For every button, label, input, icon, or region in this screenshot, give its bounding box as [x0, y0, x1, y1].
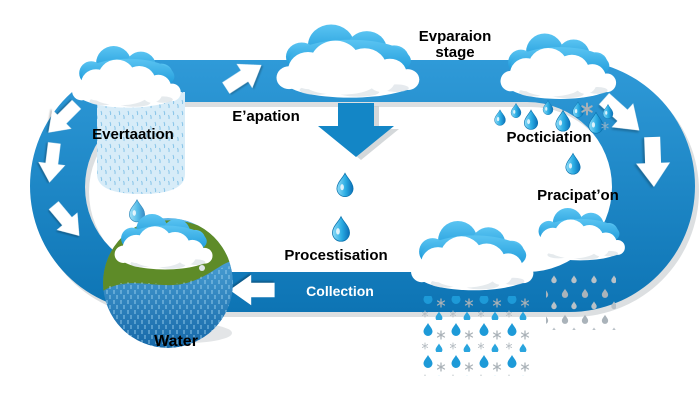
rain-shaft — [97, 92, 185, 194]
raindrop-icon — [331, 216, 351, 242]
title-line2: stage — [435, 44, 474, 61]
raindrop-icon — [565, 152, 581, 175]
drizzle-rain — [546, 272, 616, 330]
raindrop-icon — [523, 109, 539, 130]
label-evaporation-shaft: Evertaation — [92, 126, 174, 143]
down-arrow-icon — [318, 103, 399, 160]
raindrop-icon — [336, 172, 354, 198]
raindrop-icon — [494, 109, 506, 126]
heavy-rain — [420, 296, 532, 376]
cloud-icon-top-left — [72, 46, 181, 108]
cloud-icon-storm — [411, 221, 534, 291]
cloud-icon-top-right — [500, 33, 617, 99]
title-line1: Evparaion — [419, 28, 492, 45]
label-evaporation-band: Eʼapation — [232, 108, 300, 125]
label-collection: Collection — [306, 283, 374, 299]
label-water: Water — [154, 333, 198, 350]
label-precipitation-upper: Pocticiation — [506, 129, 591, 146]
cloud-icon-top-middle — [276, 24, 420, 98]
label-precipitation-lower: Pracipatʼon — [537, 187, 619, 204]
label-condensation: Procestisation — [284, 247, 387, 264]
cloud-icon-globe — [114, 214, 213, 270]
